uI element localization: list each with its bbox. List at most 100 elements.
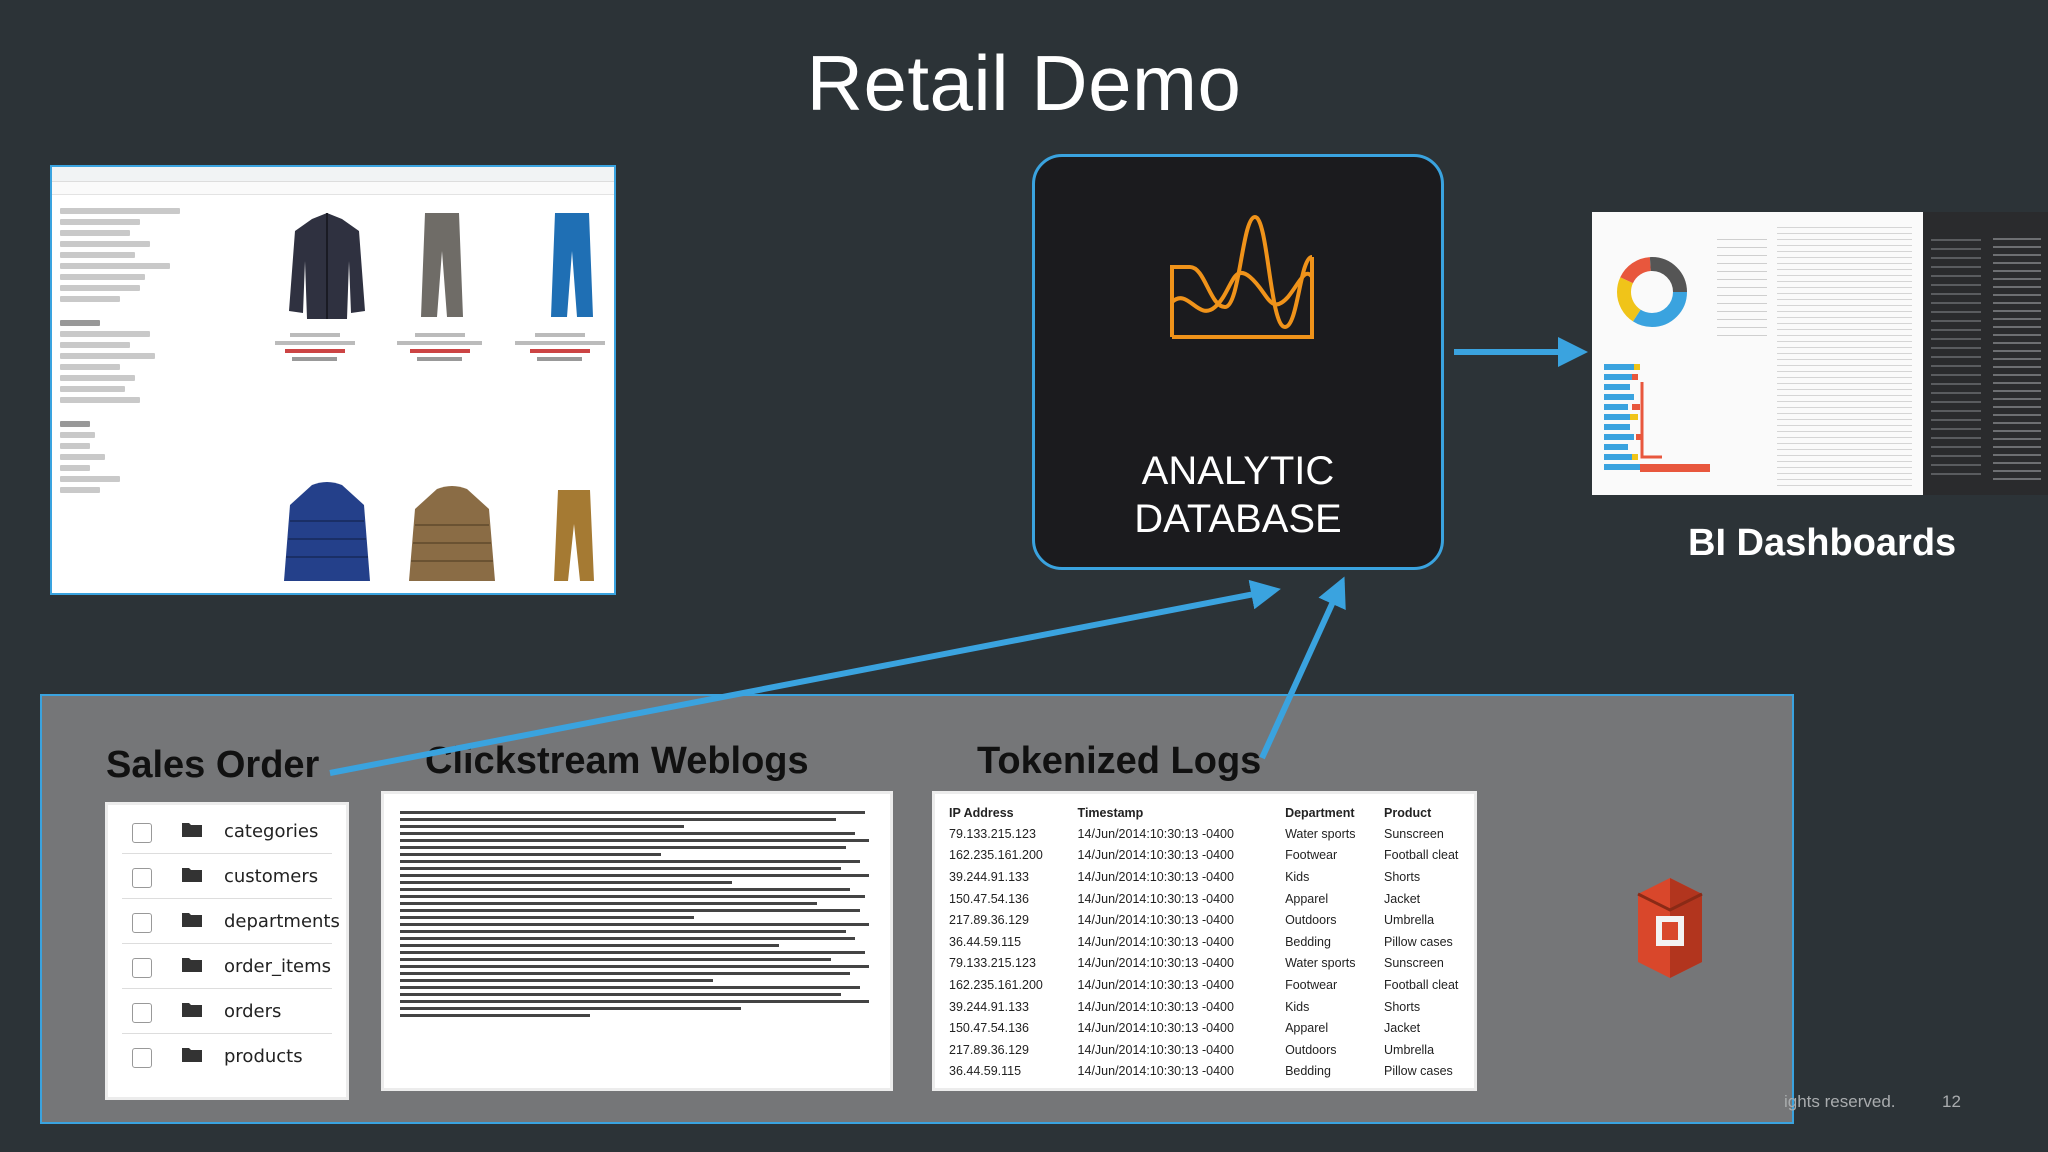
timestamp-cell: 14/Jun/2014:10:30:13 -0400 (1077, 1064, 1234, 1079)
product-cell: Umbrella (1384, 913, 1435, 928)
table-row: 162.235.161.200 14/Jun/2014:10:30:13 -040… (945, 974, 1474, 996)
table-row[interactable]: order_items (122, 944, 332, 989)
ip-cell: 39.244.91.133 (949, 869, 1029, 884)
table-row[interactable]: categories (122, 809, 332, 854)
department-cell: Apparel (1285, 891, 1329, 906)
copyright-footer: ights reserved. (1784, 1092, 1896, 1111)
table-name: orders (224, 1001, 282, 1022)
ip-cell: 162.235.161.200 (949, 977, 1043, 992)
ip-cell: 39.244.91.133 (949, 999, 1029, 1014)
table-name: categories (224, 821, 319, 842)
row-checkbox[interactable] (132, 1003, 152, 1023)
table-name: departments (224, 911, 340, 932)
table-row: 36.44.59.115 14/Jun/2014:10:30:13 -0400 Be… (945, 931, 1474, 953)
timestamp-cell: 14/Jun/2014:10:30:13 -0400 (1077, 956, 1234, 971)
row-checkbox[interactable] (132, 958, 152, 978)
table-row: 150.47.54.136 14/Jun/2014:10:30:13 -0400 A… (945, 888, 1474, 910)
product-cell: Shorts (1384, 999, 1421, 1014)
table-row: 162.235.161.200 14/Jun/2014:10:30:13 -040… (945, 845, 1474, 867)
column-header: IP Address (949, 805, 1014, 820)
sales-order-table-list: categories customers departments order_i… (105, 802, 349, 1100)
analytic-database-label: ANALYTIC DATABASE (1035, 447, 1441, 543)
department-cell: Bedding (1285, 934, 1331, 949)
waveform-chart-icon (1170, 214, 1314, 339)
timestamp-cell: 14/Jun/2014:10:30:13 -0400 (1077, 977, 1234, 992)
s3-bucket-icon (1637, 878, 1703, 978)
ip-cell: 79.133.215.123 (949, 826, 1036, 841)
ip-cell: 217.89.36.129 (949, 1042, 1029, 1057)
folder-icon (182, 1003, 202, 1017)
product-cell: Pillow cases (1384, 934, 1453, 949)
ip-cell: 150.47.54.136 (949, 1021, 1029, 1036)
table-row[interactable]: orders (122, 989, 332, 1034)
department-cell: Outdoors (1285, 1042, 1337, 1057)
table-row[interactable]: customers (122, 854, 332, 899)
column-header: Department (1285, 805, 1355, 820)
product-cell: Jacket (1384, 1021, 1421, 1036)
table-row: 79.133.215.123 14/Jun/2014:10:30:13 -0400… (945, 953, 1474, 975)
timestamp-cell: 14/Jun/2014:10:30:13 -0400 (1077, 891, 1234, 906)
clickstream-weblog-text (381, 791, 893, 1091)
store-filter-sidebar (60, 203, 250, 498)
ip-cell: 150.47.54.136 (949, 891, 1029, 906)
donut-chart-image (1617, 257, 1687, 327)
folder-icon (182, 823, 202, 837)
pants-tan-image (554, 490, 594, 581)
puffer-jacket-blue-image (284, 482, 370, 581)
bi-dashboard-screenshot (1592, 212, 2048, 495)
tokenized-logs-body: 79.133.215.123 14/Jun/2014:10:30:13 -0400… (945, 823, 1474, 1083)
table-row[interactable]: products (122, 1034, 332, 1078)
row-checkbox[interactable] (132, 868, 152, 888)
row-checkbox[interactable] (132, 913, 152, 933)
department-cell: Outdoors (1285, 913, 1337, 928)
product-cell: Football cleat (1384, 977, 1459, 992)
row-checkbox[interactable] (132, 1048, 152, 1068)
timestamp-cell: 14/Jun/2014:10:30:13 -0400 (1077, 848, 1234, 863)
folder-icon (182, 868, 202, 882)
timestamp-cell: 14/Jun/2014:10:30:13 -0400 (1077, 999, 1234, 1014)
ip-cell: 217.89.36.129 (949, 913, 1029, 928)
product-cell: Umbrella (1384, 1042, 1435, 1057)
table-name: customers (224, 866, 319, 887)
product-cell: Sunscreen (1384, 826, 1444, 841)
puffer-jacket-brown-image (409, 486, 495, 581)
bi-dashboards-label: BI Dashboards (1688, 522, 1957, 564)
analytic-database-line2: DATABASE (1134, 497, 1342, 541)
department-cell: Kids (1285, 869, 1310, 884)
pants-blue-image (551, 213, 593, 317)
table-header-row: IP Address Timestamp Department Product (945, 802, 1474, 823)
tokenized-logs-title: Tokenized Logs (977, 740, 1262, 782)
ip-cell: 36.44.59.115 (949, 934, 1022, 949)
timestamp-cell: 14/Jun/2014:10:30:13 -0400 (1077, 1042, 1234, 1057)
column-header: Timestamp (1077, 805, 1144, 820)
row-checkbox[interactable] (132, 823, 152, 843)
product-cell: Pillow cases (1384, 1064, 1453, 1079)
pants-grey-image (421, 213, 463, 317)
product-cell: Football cleat (1384, 848, 1459, 863)
ip-cell: 162.235.161.200 (949, 848, 1043, 863)
product-cell: Jacket (1384, 891, 1421, 906)
table-row: 39.244.91.133 14/Jun/2014:10:30:13 -0400 K… (945, 866, 1474, 888)
ip-cell: 79.133.215.123 (949, 956, 1036, 971)
product-cell: Shorts (1384, 869, 1421, 884)
folder-icon (182, 1048, 202, 1062)
slide-title: Retail Demo (806, 39, 1242, 127)
analytic-database-box: ANALYTIC DATABASE (1032, 154, 1444, 570)
column-header: Product (1384, 805, 1432, 820)
timestamp-cell: 14/Jun/2014:10:30:13 -0400 (1077, 913, 1234, 928)
page-number: 12 (1942, 1092, 1961, 1111)
sales-order-title: Sales Order (106, 744, 320, 786)
table-row[interactable]: departments (122, 899, 340, 944)
timestamp-cell: 14/Jun/2014:10:30:13 -0400 (1077, 934, 1234, 949)
timestamp-cell: 14/Jun/2014:10:30:13 -0400 (1077, 869, 1234, 884)
department-cell: Water sports (1285, 826, 1356, 841)
table-row: 217.89.36.129 14/Jun/2014:10:30:13 -0400 O… (945, 909, 1474, 931)
bi-fields-pane (1923, 212, 2048, 495)
folder-icon (182, 913, 202, 927)
table-name: order_items (224, 956, 332, 977)
table-name: products (224, 1046, 303, 1067)
